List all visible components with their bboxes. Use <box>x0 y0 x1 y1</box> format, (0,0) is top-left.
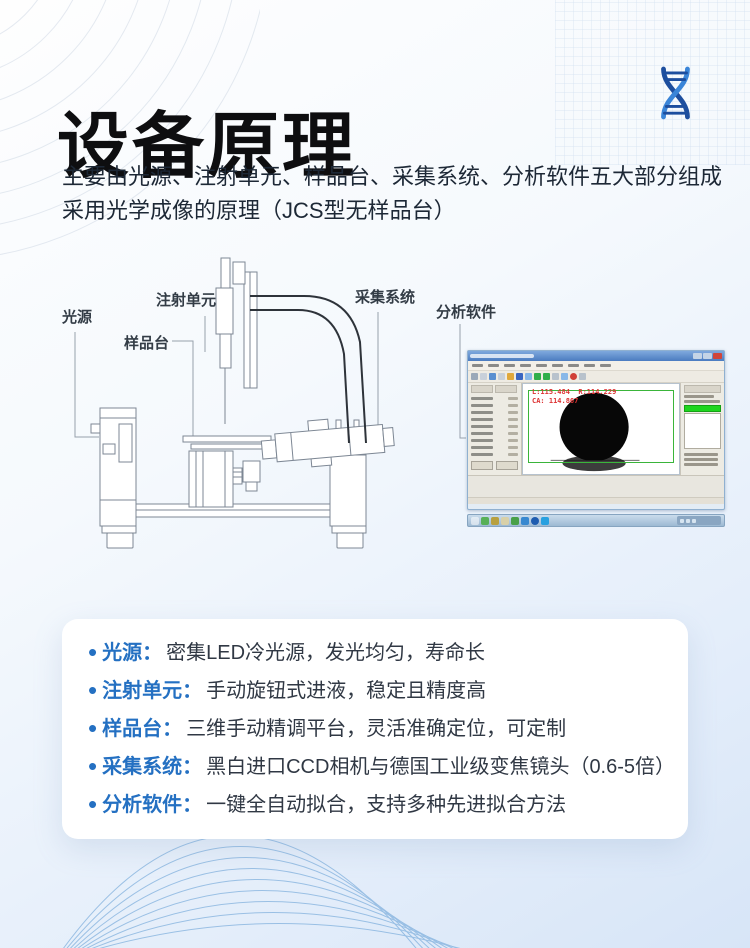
measurement-readout: L:115.484 R:114.229 CA: 114.867 <box>532 388 617 405</box>
dna-logo-icon <box>661 66 690 120</box>
label-sample-stage: 样品台 <box>124 335 170 352</box>
feature-analysis-software: • 分析软件： 一键全自动拟合，支持多种先进拟合方法 <box>88 788 688 826</box>
measurement-frame <box>528 390 674 463</box>
minimize-button <box>693 353 702 359</box>
intro-line-1: 主要由光源、注射单元、样品台、采集系统、分析软件五大部分组成 <box>62 164 723 189</box>
label-injection-unit: 注射单元 <box>156 292 217 309</box>
window-workspace <box>468 475 724 497</box>
parameters-panel <box>468 383 522 475</box>
top-right-grid-decoration <box>555 0 750 165</box>
instrument-schematic <box>74 257 466 549</box>
features-card: • 光源： 密集LED冷光源，发光均匀，寿命长 • 注射单元： 手动旋钮式进液，… <box>62 619 688 839</box>
intro-line-2: 采用光学成像的原理（JCS型无样品台） <box>62 198 456 223</box>
feature-desc: 一键全自动拟合，支持多种先进拟合方法 <box>206 794 567 816</box>
feature-label: 分析软件： <box>102 794 203 816</box>
window-statusbar <box>468 497 724 504</box>
feature-label: 采集系统： <box>102 756 203 778</box>
bullet-icon: • <box>88 675 98 705</box>
bullet-icon: • <box>88 751 98 781</box>
feature-desc: 密集LED冷光源，发光均匀，寿命长 <box>166 642 486 664</box>
feature-desc: 三维手动精调平台，灵活准确定位，可定制 <box>186 718 567 740</box>
bullet-icon: • <box>88 789 98 819</box>
results-panel <box>680 383 724 475</box>
feature-light-source: • 光源： 密集LED冷光源，发光均匀，寿命长 <box>88 636 688 674</box>
bullet-icon: • <box>88 713 98 743</box>
feature-desc: 黑白进口CCD相机与德国工业级变焦镜头（0.6-5倍） <box>206 756 676 778</box>
system-tray <box>677 516 721 525</box>
droplet-image-area: L:115.484 R:114.229 CA: 114.867 <box>522 383 680 475</box>
window-menubar <box>468 361 724 371</box>
label-light-source: 光源 <box>62 309 93 326</box>
feature-injection-unit: • 注射单元： 手动旋钮式进液，稳定且精度高 <box>88 674 688 712</box>
bullet-icon: • <box>88 637 98 667</box>
windows-taskbar <box>467 514 725 527</box>
label-capture-system: 采集系统 <box>355 289 416 306</box>
label-analysis-software: 分析软件 <box>436 304 497 321</box>
feature-sample-stage: • 样品台： 三维手动精调平台，灵活准确定位，可定制 <box>88 712 688 750</box>
close-button <box>713 353 722 359</box>
window-toolbar <box>468 371 724 383</box>
feature-label: 样品台： <box>102 718 183 740</box>
feature-label: 注射单元： <box>102 680 203 702</box>
software-screenshot: L:115.484 R:114.229 CA: 114.867 <box>465 350 731 534</box>
page-title: 设备原理 <box>57 103 358 189</box>
droplet-graphic <box>550 392 640 472</box>
window-titlebar <box>468 351 724 361</box>
intro-text: 主要由光源、注射单元、样品台、采集系统、分析软件五大部分组成 采用光学成像的原理… <box>62 160 722 228</box>
feature-desc: 手动旋钮式进液，稳定且精度高 <box>206 680 487 702</box>
maximize-button <box>703 353 712 359</box>
feature-capture-system: • 采集系统： 黑白进口CCD相机与德国工业级变焦镜头（0.6-5倍） <box>88 750 688 788</box>
software-window: L:115.484 R:114.229 CA: 114.867 <box>467 350 725 510</box>
feature-label: 光源： <box>102 642 163 664</box>
selected-result-row <box>684 405 721 412</box>
window-title-text <box>470 354 534 358</box>
